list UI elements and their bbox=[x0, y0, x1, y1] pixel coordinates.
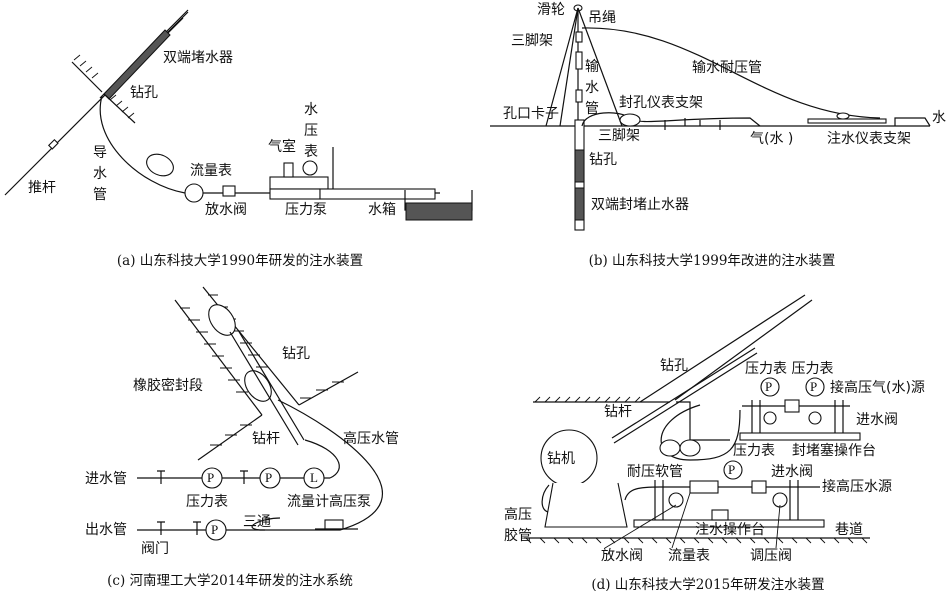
label-inlet-pipe: 进水管 bbox=[85, 471, 127, 487]
label-seal-bracket: 封孔仪表支架 bbox=[619, 95, 703, 111]
label-borehole: 钻孔 bbox=[282, 346, 310, 362]
caption-a: (a) 山东科技大学1990年研发的注水装置 bbox=[116, 253, 364, 269]
panel-a-drawing bbox=[4, 9, 473, 221]
label-tripod-bottom: 三脚架 bbox=[598, 128, 640, 144]
label-clamp: 孔口卡子 bbox=[503, 106, 559, 122]
label-tank: 水箱 bbox=[368, 202, 396, 218]
gauge-symbol-p: P bbox=[207, 470, 215, 485]
label-regulator: 调压阀 bbox=[750, 548, 792, 564]
label-hose: 输水耐压管 bbox=[692, 60, 762, 76]
label-borehole: 钻孔 bbox=[660, 358, 688, 374]
label-plug-table: 封堵塞操作台 bbox=[792, 443, 876, 459]
caption-b: (b) 山东科技大学1999年改进的注水装置 bbox=[588, 253, 836, 269]
label-water-pipe: 输水管 bbox=[585, 59, 599, 117]
panel-b-drawing bbox=[490, 4, 931, 231]
panel-c-gauges bbox=[201, 467, 325, 541]
label-rope: 吊绳 bbox=[588, 10, 616, 26]
label-drill-rig: 钻机 bbox=[547, 451, 575, 467]
label-hp-rubber-hose: 高压胶管 bbox=[504, 507, 532, 544]
label-drill-rod: 钻杆 bbox=[252, 431, 280, 447]
label-soft-hose: 耐压软管 bbox=[627, 464, 683, 480]
gauge-symbol-p: P bbox=[265, 470, 273, 485]
label-rubber-seal: 橡胶密封段 bbox=[133, 378, 203, 394]
gauge-symbol-p: P bbox=[728, 462, 736, 477]
water-tank bbox=[405, 202, 473, 221]
gauge-symbol-p: P bbox=[765, 379, 773, 394]
label-valve: 阀门 bbox=[141, 541, 169, 557]
gauge-symbol-p: P bbox=[211, 522, 219, 537]
panel-c-drawing bbox=[137, 286, 383, 535]
label-pressure-gauge: 压力表 bbox=[186, 494, 228, 510]
caption-c: (c) 河南理工大学2014年研发的注水系统 bbox=[107, 573, 353, 589]
pressure-gauge-1 bbox=[201, 467, 223, 489]
label-air-chamber: 气室 bbox=[268, 139, 296, 155]
label-outlet-pipe: 出水管 bbox=[85, 522, 127, 538]
label-pulley: 滑轮 bbox=[537, 2, 565, 18]
label-packer: 双端堵水器 bbox=[163, 50, 233, 66]
label-drain-valve: 放水阀 bbox=[205, 202, 247, 218]
label-injection-bracket: 注水仪表支架 bbox=[827, 131, 911, 147]
pressure-gauge-3 bbox=[205, 519, 227, 541]
label-drill-rod: 钻杆 bbox=[604, 404, 632, 420]
label-flowmeter: 流量表 bbox=[668, 548, 710, 564]
label-inlet-valve-top: 进水阀 bbox=[856, 412, 898, 428]
label-hp-pipe: 高压水管 bbox=[343, 431, 399, 447]
label-gauges-top: 压力表 压力表 bbox=[745, 361, 834, 377]
label-water: 水 bbox=[932, 110, 946, 126]
label-borehole: 钻孔 bbox=[130, 85, 158, 101]
flowmeter-symbol-l: L bbox=[310, 470, 318, 485]
label-flowmeter: 流量表 bbox=[190, 163, 232, 179]
panel-d-drawing bbox=[524, 294, 870, 549]
label-hp-gas-source: 接高压气(水)源 bbox=[830, 380, 925, 396]
label-tee: 三通 bbox=[243, 514, 271, 530]
label-gauge-mid: 压力表 bbox=[733, 443, 775, 459]
label-inlet-valve-mid: 进水阀 bbox=[771, 464, 813, 480]
flowmeter-l bbox=[303, 467, 325, 489]
label-push-rod: 推杆 bbox=[28, 180, 56, 196]
label-flow-pump: 流量计高压泵 bbox=[287, 494, 371, 510]
gauge-symbol-p: P bbox=[810, 379, 818, 394]
flowmeter bbox=[184, 183, 204, 203]
label-gas-water: 气(水 ) bbox=[750, 131, 794, 147]
label-tripod: 三脚架 bbox=[511, 33, 553, 49]
pump bbox=[269, 176, 329, 190]
label-packer: 双端封堵止水器 bbox=[591, 197, 689, 213]
drain-valve bbox=[222, 185, 236, 197]
label-pressure-gauge: 水压表 bbox=[304, 102, 318, 160]
label-guide-pipe: 导水管 bbox=[93, 145, 107, 203]
caption-d: (d) 山东科技大学2015年研发注水装置 bbox=[591, 577, 825, 591]
pressure-gauge-2 bbox=[259, 467, 281, 489]
label-roadway: 巷道 bbox=[835, 522, 863, 538]
label-borehole: 钻孔 bbox=[589, 152, 617, 168]
label-pump: 压力泵 bbox=[285, 202, 327, 218]
label-hp-water-source: 接高压水源 bbox=[822, 479, 892, 495]
label-drain-valve: 放水阀 bbox=[601, 548, 643, 564]
label-injection-table: 注水操作台 bbox=[695, 522, 765, 538]
